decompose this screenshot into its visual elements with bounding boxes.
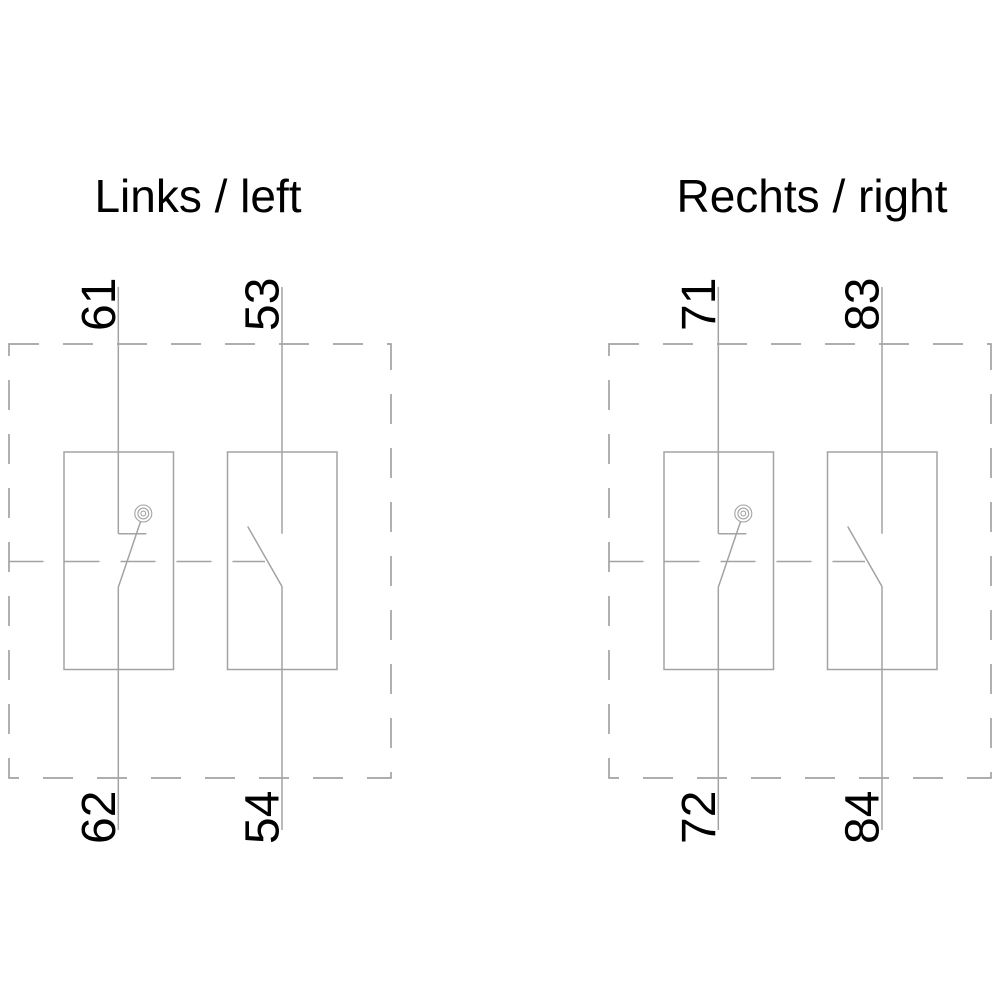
diagram-links-left: Links / left 61 53 62 <box>8 170 392 844</box>
terminal-label-bottom-nc: 62 <box>73 791 126 844</box>
terminal-label-top-no: 83 <box>837 278 890 331</box>
terminal-label-top-nc: 61 <box>73 278 126 331</box>
diagram-rechts-right: Rechts / right 71 83 72 <box>608 170 992 844</box>
terminal-label-bottom-no: 54 <box>237 791 290 844</box>
actuator-circle-icon <box>134 504 153 523</box>
terminal-label-top-no: 53 <box>237 278 290 331</box>
nc-contact-bridge <box>717 521 742 588</box>
actuator-circle-icon <box>734 504 753 523</box>
no-contact-bridge <box>847 526 883 587</box>
no-contact-bridge <box>247 526 283 587</box>
nc-contact-bridge <box>117 521 142 588</box>
diagram-title: Rechts / right <box>677 170 948 222</box>
terminal-label-bottom-no: 84 <box>837 791 890 844</box>
terminal-label-top-nc: 71 <box>673 278 726 331</box>
diagram-title: Links / left <box>94 170 301 222</box>
terminal-label-bottom-nc: 72 <box>673 791 726 844</box>
